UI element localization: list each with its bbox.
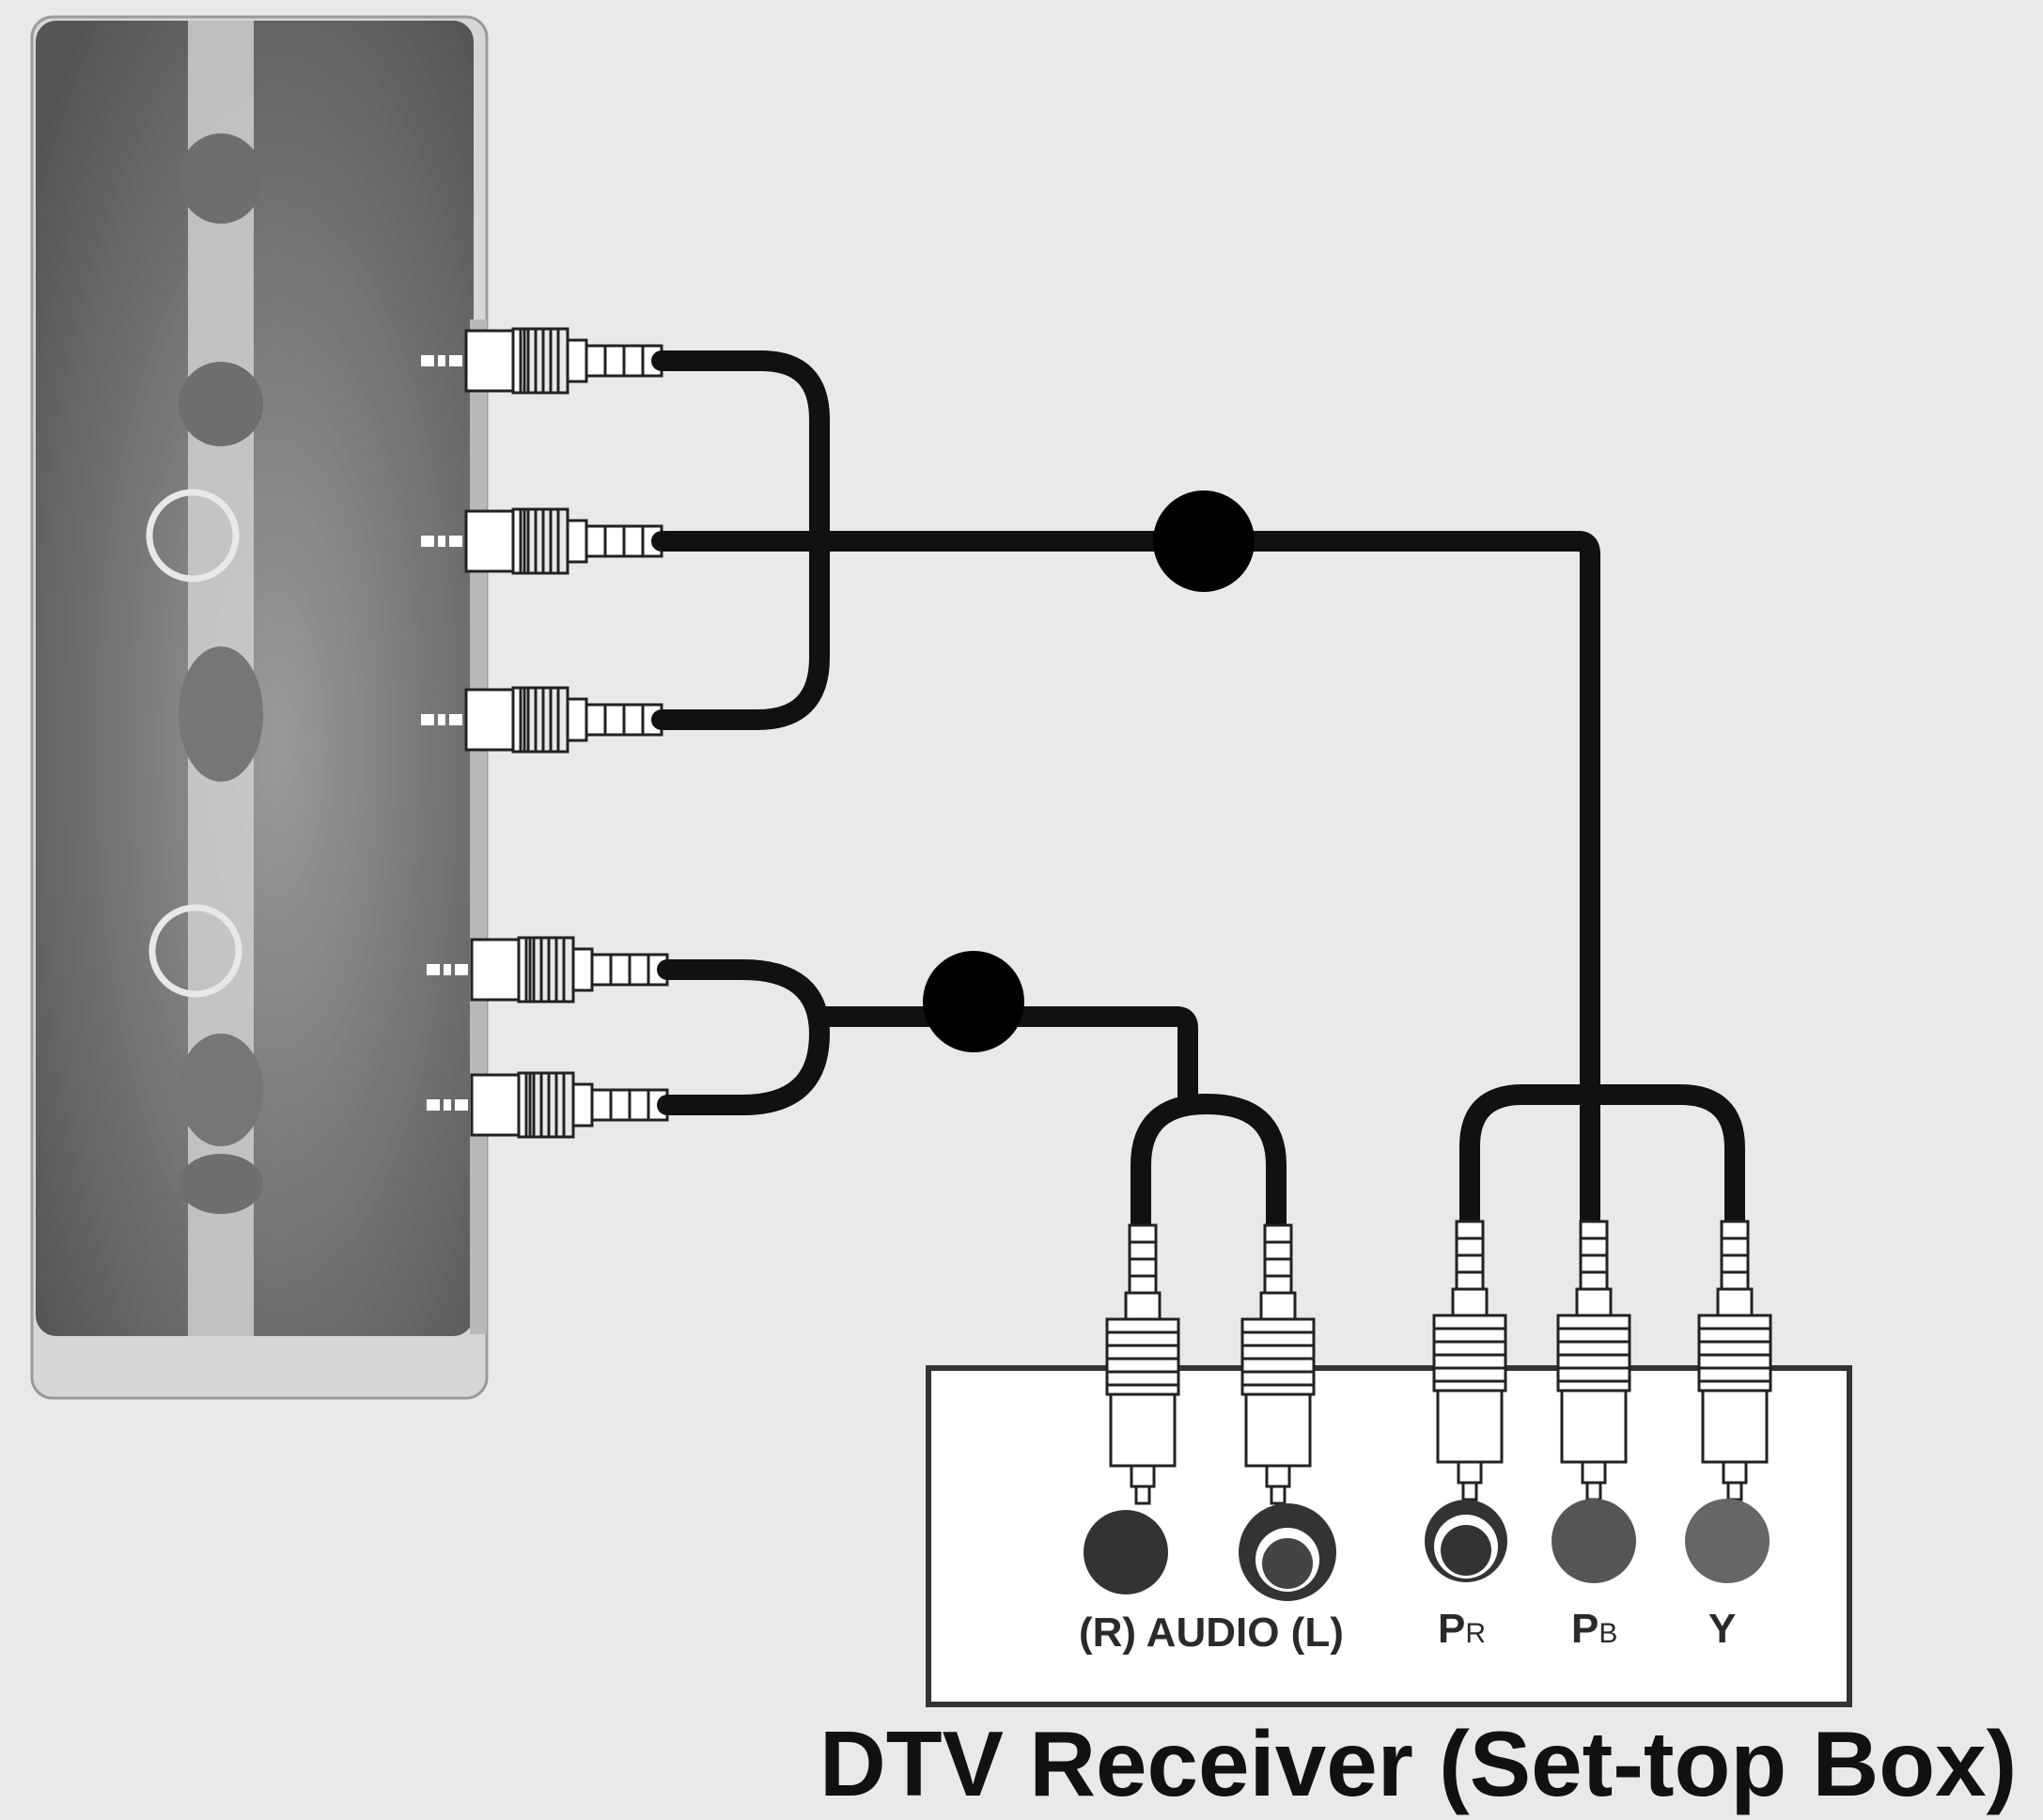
pb-jack — [1552, 1499, 1636, 1583]
component-video-cable — [651, 350, 1745, 1288]
receiver-pr-plug — [1432, 1220, 1507, 1501]
y-port-label: Y — [1708, 1606, 1737, 1652]
receiver-title: DTV Receiver (Set-top Box) — [819, 1712, 2018, 1815]
receiver-audio-r-plug — [1105, 1223, 1180, 1505]
tv-back-panel — [30, 15, 489, 1400]
audio-port-label: (R) AUDIO (L) — [1079, 1610, 1344, 1656]
receiver-y-plug — [1697, 1220, 1772, 1501]
audio-cable — [657, 959, 1287, 1288]
panel-ring-icon — [148, 904, 242, 998]
receiver-pb-plug — [1556, 1220, 1631, 1501]
panel-ring-icon — [146, 489, 240, 583]
pb-port-label: PB — [1571, 1606, 1618, 1652]
video-cable-junction — [1153, 490, 1255, 592]
pr-port-label: PR — [1438, 1606, 1487, 1652]
receiver-audio-l-plug — [1240, 1223, 1316, 1505]
y-jack — [1685, 1499, 1770, 1583]
audio-cable-junction — [923, 951, 1024, 1052]
audio-r-jack — [1084, 1510, 1168, 1594]
receiver-jacks — [1084, 1499, 1770, 1601]
